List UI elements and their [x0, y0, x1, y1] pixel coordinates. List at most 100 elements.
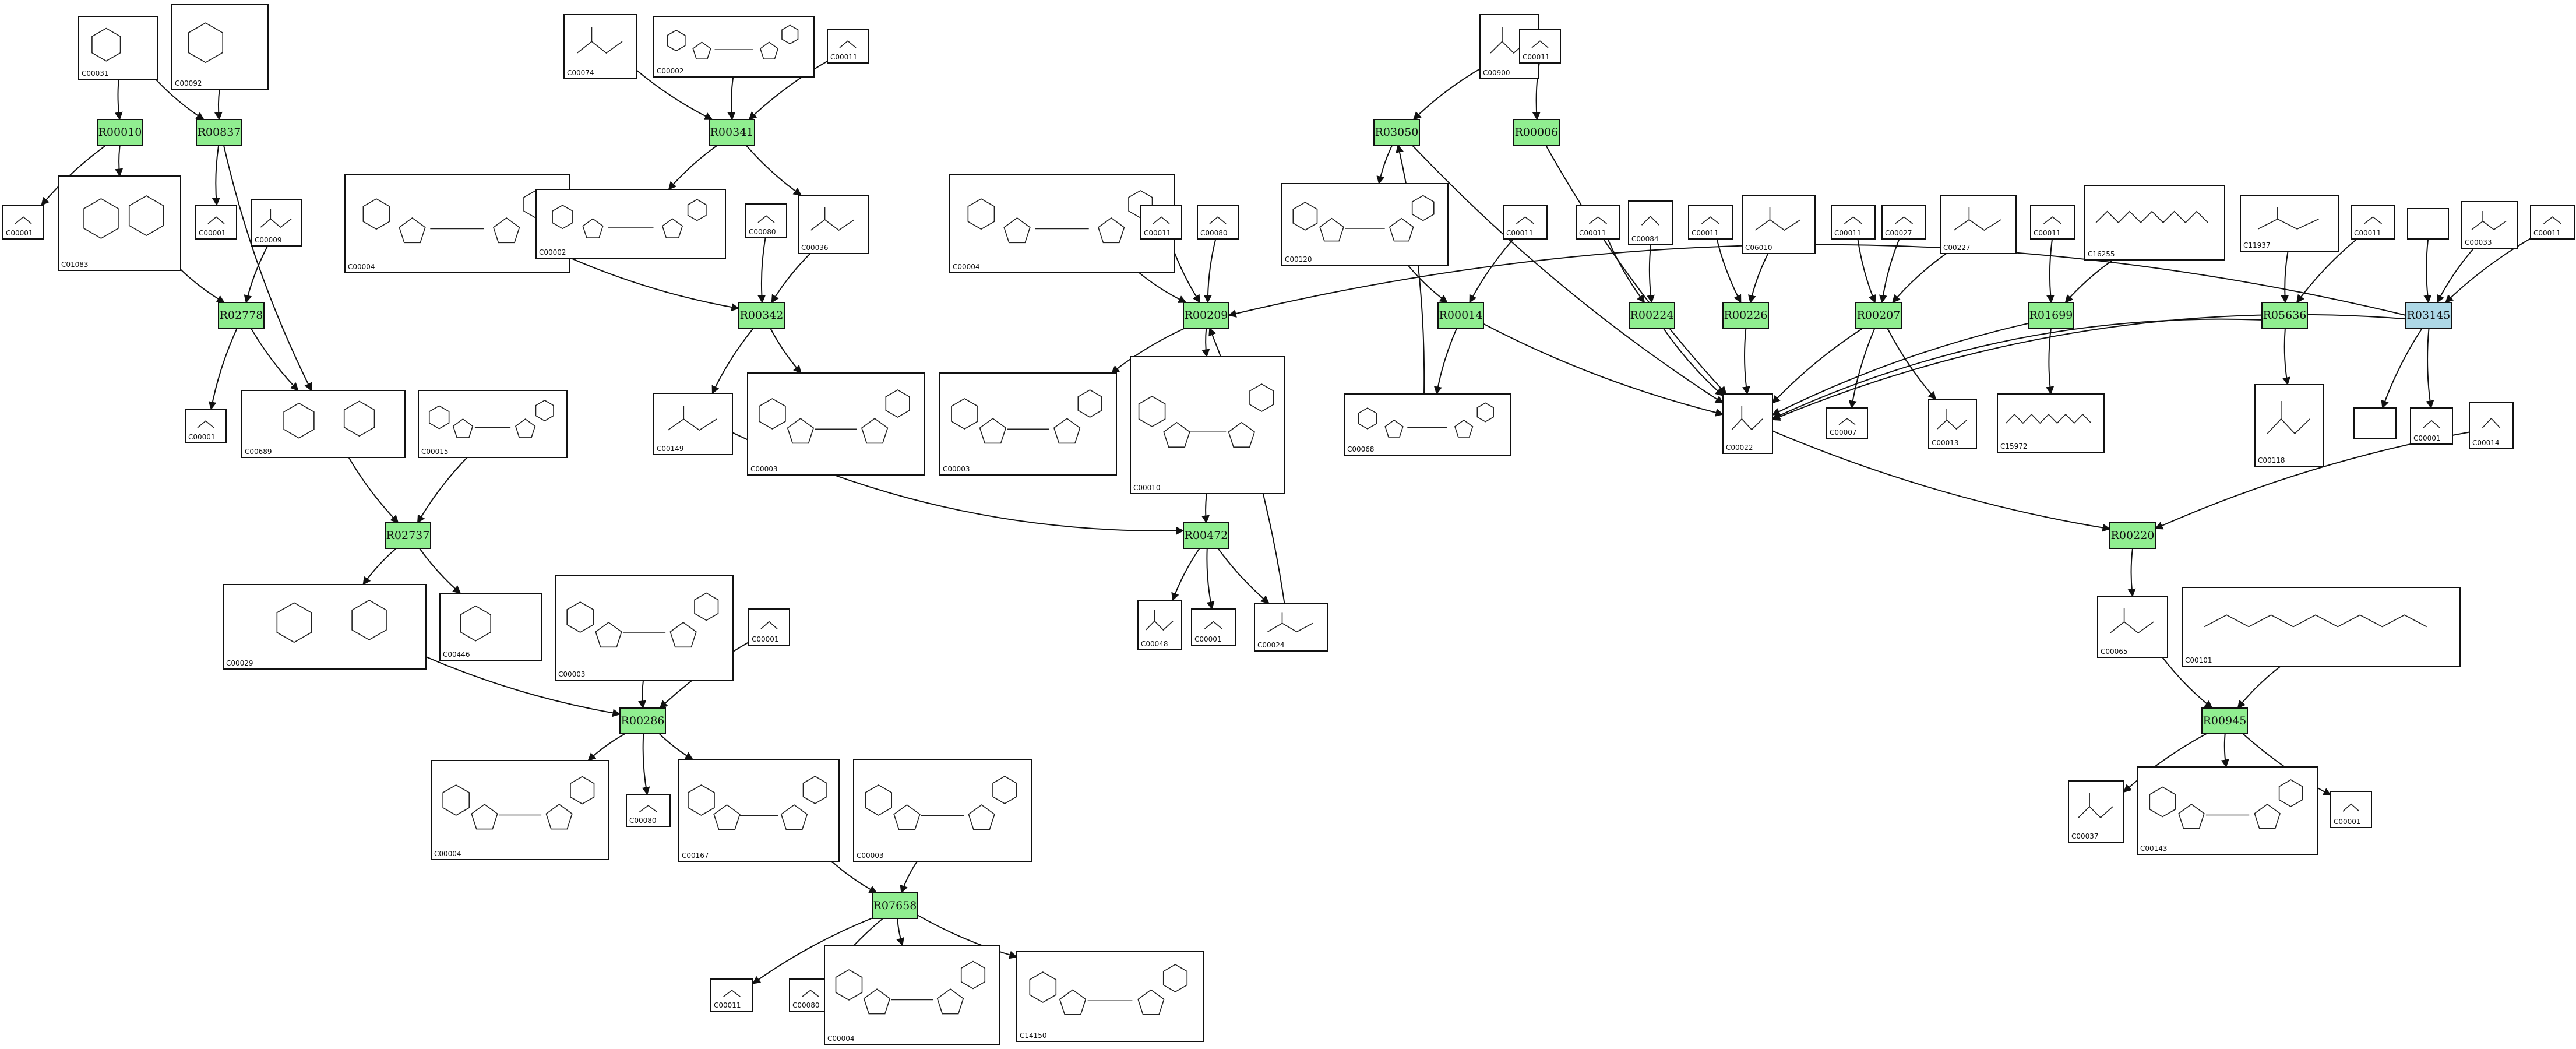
compound-node[interactable]: C00149 [653, 393, 733, 455]
reaction-box[interactable] [619, 707, 666, 734]
reaction-node[interactable]: R03050 [1373, 119, 1420, 146]
reaction-box[interactable] [1722, 302, 1769, 329]
reaction-node[interactable]: R00006 [1513, 119, 1560, 146]
compound-node[interactable]: C00068 [1344, 393, 1511, 456]
compound-node[interactable]: C00001 [195, 205, 237, 240]
reaction-box[interactable] [1183, 302, 1229, 329]
compound-node[interactable]: C00029 [223, 584, 427, 670]
compound-node[interactable]: C00011 [1503, 205, 1548, 240]
compound-node[interactable]: C00001 [2, 205, 44, 240]
reaction-box[interactable] [738, 302, 785, 329]
compound-node[interactable]: C00011 [2030, 205, 2075, 240]
compound-node[interactable] [2353, 407, 2397, 439]
compound-node[interactable]: C11937 [2240, 195, 2339, 252]
compound-node[interactable]: C15972 [1997, 393, 2105, 453]
reaction-node[interactable]: R00945 [2201, 707, 2248, 734]
compound-node[interactable]: C14150 [1016, 951, 1204, 1042]
compound-node[interactable]: C00015 [418, 390, 568, 458]
reaction-box[interactable] [385, 522, 431, 549]
reaction-node[interactable]: R00286 [619, 707, 666, 734]
reaction-box[interactable] [2109, 522, 2156, 549]
compound-node[interactable]: C00074 [563, 14, 637, 79]
reaction-box[interactable] [2028, 302, 2074, 329]
reaction-box[interactable] [1513, 119, 1560, 146]
compound-node[interactable] [2407, 208, 2449, 240]
reaction-box[interactable] [872, 892, 918, 919]
compound-node[interactable]: C00037 [2068, 780, 2124, 843]
reaction-node[interactable]: R00342 [738, 302, 785, 329]
compound-node[interactable]: C00033 [2461, 201, 2518, 249]
reaction-box[interactable] [2261, 302, 2308, 329]
compound-node[interactable]: C00027 [1881, 205, 1926, 240]
reaction-node[interactable]: R00224 [1629, 302, 1675, 329]
compound-node[interactable]: C00001 [2410, 407, 2453, 445]
reaction-box[interactable] [1629, 302, 1675, 329]
compound-node[interactable]: C00048 [1137, 600, 1182, 650]
reaction-box[interactable] [97, 119, 143, 146]
compound-node[interactable]: C00024 [1254, 603, 1328, 652]
compound-node[interactable]: C00011 [1831, 205, 1876, 240]
reaction-node[interactable]: R07658 [872, 892, 918, 919]
compound-node[interactable]: C00080 [1197, 205, 1239, 240]
compound-node[interactable]: C00011 [1519, 29, 1561, 64]
compound-node[interactable]: C00120 [1281, 183, 1449, 266]
compound-node[interactable]: C00118 [2254, 384, 2324, 467]
compound-node[interactable]: C00011 [1688, 205, 1733, 240]
compound-node[interactable]: C00001 [1191, 608, 1236, 646]
reaction-box[interactable] [1855, 302, 1902, 329]
compound-node[interactable]: C00013 [1928, 399, 1977, 449]
compound-node[interactable]: C00007 [1826, 407, 1868, 439]
reaction-box[interactable] [2405, 302, 2452, 329]
compound-node[interactable]: C00031 [78, 16, 158, 80]
compound-node[interactable]: C00004 [431, 760, 609, 860]
compound-node[interactable]: C00101 [2182, 587, 2461, 667]
compound-node[interactable]: C00065 [2097, 596, 2168, 658]
compound-node[interactable]: C00004 [344, 174, 570, 273]
compound-node[interactable]: C00011 [2530, 205, 2575, 240]
compound-node[interactable]: C00011 [710, 978, 753, 1012]
compound-node[interactable]: C00900 [1479, 14, 1539, 79]
compound-node[interactable]: C01083 [58, 175, 181, 271]
compound-node[interactable]: C00004 [949, 174, 1175, 273]
reaction-node[interactable]: R00010 [97, 119, 143, 146]
compound-node[interactable]: C00092 [171, 4, 269, 90]
compound-node[interactable]: C00001 [748, 608, 790, 646]
reaction-box[interactable] [1437, 302, 1484, 329]
compound-node[interactable]: C00003 [555, 575, 734, 681]
compound-node[interactable]: C00084 [1628, 200, 1673, 245]
compound-node[interactable]: C00014 [2469, 402, 2514, 449]
reaction-box[interactable] [218, 302, 265, 329]
reaction-box[interactable] [196, 119, 242, 146]
compound-node[interactable]: C00003 [747, 372, 925, 476]
reaction-box[interactable] [709, 119, 755, 146]
compound-node[interactable]: C00080 [626, 794, 671, 827]
compound-node[interactable]: C00011 [1140, 205, 1182, 240]
reaction-box[interactable] [1183, 522, 1229, 549]
compound-node[interactable]: C00446 [439, 593, 542, 661]
compound-node[interactable]: C00167 [678, 759, 840, 862]
compound-node[interactable]: C00004 [824, 945, 1000, 1045]
compound-node[interactable]: C00036 [798, 195, 869, 254]
compound-node[interactable]: C00003 [939, 372, 1117, 476]
reaction-node[interactable]: R00209 [1183, 302, 1229, 329]
compound-node[interactable]: C00010 [1130, 356, 1285, 494]
compound-node[interactable]: C00227 [1940, 195, 2017, 254]
compound-node[interactable]: C00011 [827, 29, 869, 64]
compound-node[interactable]: C00011 [2351, 205, 2395, 240]
compound-node[interactable]: C00002 [653, 16, 815, 78]
compound-node[interactable]: C00011 [1576, 205, 1620, 240]
reaction-box[interactable] [2201, 707, 2248, 734]
compound-node[interactable]: C16255 [2084, 185, 2225, 261]
reaction-node[interactable]: R00472 [1183, 522, 1229, 549]
reaction-node[interactable]: R01699 [2028, 302, 2074, 329]
compound-node[interactable]: C00001 [2330, 791, 2372, 828]
reaction-node[interactable]: R00226 [1722, 302, 1769, 329]
compound-node[interactable]: C00002 [535, 189, 726, 259]
reaction-box[interactable] [1373, 119, 1420, 146]
reaction-node[interactable]: R02778 [218, 302, 265, 329]
compound-node[interactable]: C00080 [745, 203, 787, 238]
compound-node[interactable]: C00143 [2137, 766, 2318, 855]
reaction-node[interactable]: R02737 [385, 522, 431, 549]
reaction-node[interactable]: R00837 [196, 119, 242, 146]
compound-node[interactable]: C00009 [251, 199, 302, 247]
